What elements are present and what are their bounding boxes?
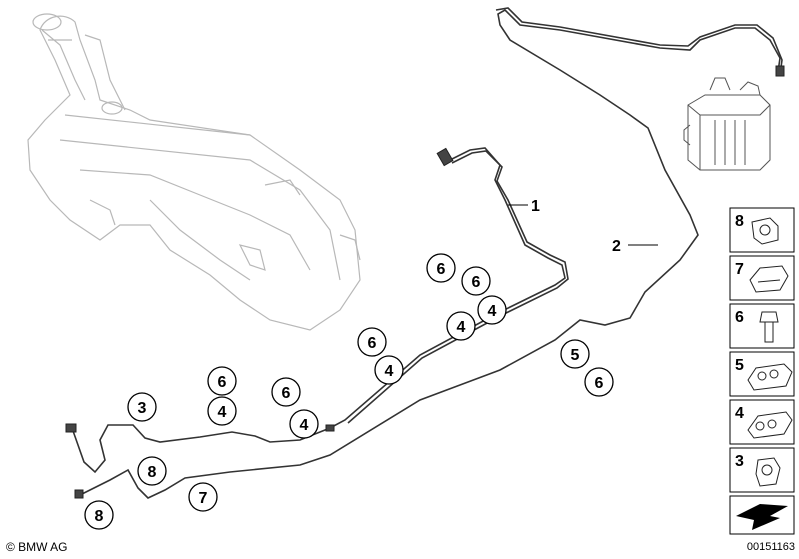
marker-circle bbox=[137, 456, 167, 486]
pipe-connectors bbox=[65, 65, 785, 499]
legend-number: 4 bbox=[735, 405, 744, 422]
marker-number: 4 bbox=[385, 363, 394, 380]
single-clip-icon bbox=[755, 457, 781, 487]
marker-circle bbox=[461, 266, 491, 296]
part-marker-m8b: 8 bbox=[84, 500, 114, 530]
part-marker-m3: 3 bbox=[127, 392, 157, 422]
callout-leaders bbox=[508, 204, 658, 246]
marker-number: 5 bbox=[571, 347, 580, 364]
legend-number: 8 bbox=[735, 213, 744, 230]
part-marker-m4e: 4 bbox=[289, 409, 319, 439]
part-marker-m6d: 6 bbox=[207, 366, 237, 396]
legend-number: 3 bbox=[735, 453, 744, 470]
legend-item-4: 4 bbox=[729, 399, 795, 445]
marker-circle bbox=[207, 396, 237, 426]
parts-legend: 8 7 6 5 4 3 bbox=[729, 207, 795, 535]
marker-number: 6 bbox=[282, 385, 291, 402]
marker-number: 4 bbox=[457, 319, 466, 336]
multi-pipe-clip-icon bbox=[747, 363, 793, 391]
legend-item-8: 8 bbox=[729, 207, 795, 253]
legend-item-6: 6 bbox=[729, 303, 795, 349]
marker-circle bbox=[357, 327, 387, 357]
bolt-icon bbox=[759, 311, 779, 343]
marker-circle bbox=[289, 409, 319, 439]
legend-box bbox=[729, 303, 795, 349]
part-marker-m6a: 6 bbox=[461, 266, 491, 296]
copyright-text: © BMW AG bbox=[6, 540, 68, 554]
fuel-pipes bbox=[71, 7, 783, 499]
marker-number: 4 bbox=[300, 417, 309, 434]
marker-circle bbox=[584, 367, 614, 397]
marker-circle bbox=[207, 366, 237, 396]
part-marker-m7: 7 bbox=[188, 482, 218, 512]
marker-number: 6 bbox=[595, 375, 604, 392]
marker-circle bbox=[271, 377, 301, 407]
marker-number: 3 bbox=[138, 400, 147, 417]
callout-pipe-1: 1 bbox=[531, 198, 540, 215]
legend-item-7: 7 bbox=[729, 255, 795, 301]
marker-number: 6 bbox=[368, 335, 377, 352]
legend-number: 5 bbox=[735, 357, 744, 374]
legend-number: 7 bbox=[735, 261, 744, 278]
marker-number: 7 bbox=[199, 490, 208, 507]
marker-number: 4 bbox=[488, 303, 497, 320]
legend-item-5: 5 bbox=[729, 351, 795, 397]
marker-circle bbox=[560, 339, 590, 369]
marker-circle bbox=[188, 482, 218, 512]
direction-arrow-icon bbox=[729, 495, 795, 535]
legend-item-3: 3 bbox=[729, 447, 795, 493]
marker-circle bbox=[477, 295, 507, 325]
double-clip-icon bbox=[749, 265, 789, 293]
marker-circle bbox=[374, 355, 404, 385]
part-marker-m8a: 8 bbox=[137, 456, 167, 486]
fuel-tank-drawing bbox=[27, 13, 361, 331]
marker-number: 8 bbox=[148, 464, 157, 481]
part-marker-m6b: 6 bbox=[426, 253, 456, 283]
part-marker-m4a: 4 bbox=[477, 295, 507, 325]
part-marker-m6c: 6 bbox=[357, 327, 387, 357]
part-marker-m5: 5 bbox=[560, 339, 590, 369]
part-marker-m4d: 4 bbox=[207, 396, 237, 426]
marker-number: 6 bbox=[218, 374, 227, 391]
part-marker-m4c: 4 bbox=[374, 355, 404, 385]
legend-number: 6 bbox=[735, 309, 744, 326]
marker-number: 4 bbox=[218, 404, 227, 421]
diagram-id: 00151163 bbox=[746, 541, 795, 553]
marker-circle bbox=[127, 392, 157, 422]
marker-circle bbox=[446, 311, 476, 341]
triple-pipe-clip-icon bbox=[747, 411, 793, 439]
part-marker-m6e: 6 bbox=[271, 377, 301, 407]
clip-holder-icon bbox=[751, 217, 779, 245]
part-marker-m4b: 4 bbox=[446, 311, 476, 341]
marker-number: 6 bbox=[437, 261, 446, 278]
marker-number: 8 bbox=[95, 508, 104, 525]
marker-circle bbox=[84, 500, 114, 530]
carbon-canister-drawing bbox=[683, 77, 771, 171]
legend-box bbox=[729, 207, 795, 253]
marker-number: 6 bbox=[472, 274, 481, 291]
callout-pipe-2: 2 bbox=[612, 238, 621, 255]
marker-circle bbox=[426, 253, 456, 283]
part-marker-m6f: 6 bbox=[584, 367, 614, 397]
